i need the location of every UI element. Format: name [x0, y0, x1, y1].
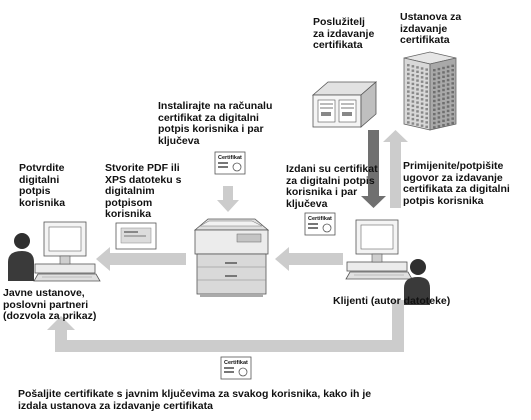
certificate-icon-label: Certifikat [224, 360, 248, 366]
authority-label: Ustanova za izdavanje certifikata [400, 11, 462, 46]
certificate-icon-label: Certifikat [218, 155, 242, 161]
certificate-icon-issued: Certifikat [304, 212, 336, 236]
server-label: Poslužitelj za izdavanje certifikata [313, 16, 375, 51]
arrow-apply-up [383, 130, 408, 208]
apply-label: Primijenite/potpišite ugovor za izdavanj… [403, 160, 510, 207]
issued-label: Izdani su certifikat za digitalni potpis… [286, 163, 378, 210]
create-label: Stvorite PDF ili XPS datoteku s digitaln… [105, 162, 182, 220]
arrow-send-certificates [47, 300, 404, 352]
client-user-icon [404, 259, 430, 305]
clients-label: Klijenti (autor datoteke) [333, 295, 451, 307]
send-label: Pošaljite certifikate s javnim ključevim… [18, 388, 372, 412]
public-computer [33, 221, 101, 282]
arrows [47, 130, 408, 352]
arrow-issue-down [361, 130, 386, 208]
arrow-mfp-to-public [96, 247, 186, 271]
authority-building [403, 51, 457, 131]
install-label: Instalirajte na računalu certifikat za d… [158, 100, 273, 147]
arrow-install-down [217, 186, 239, 212]
public-user-icon [8, 233, 34, 281]
certificate-icon-send: Certifikat [220, 356, 252, 380]
client-computer [345, 219, 413, 280]
document-icon [115, 222, 157, 250]
public-label: Javne ustanove, poslovni partneri (dozvo… [3, 287, 97, 322]
multifunction-printer [193, 218, 270, 297]
certificate-server [311, 81, 378, 128]
verify-label: Potvrdite digitalni potpis korisnika [19, 162, 66, 209]
certificate-icon-label: Certifikat [308, 216, 332, 222]
certificate-icon-install: Certifikat [214, 151, 246, 175]
arrow-client-to-mfp [275, 247, 343, 271]
